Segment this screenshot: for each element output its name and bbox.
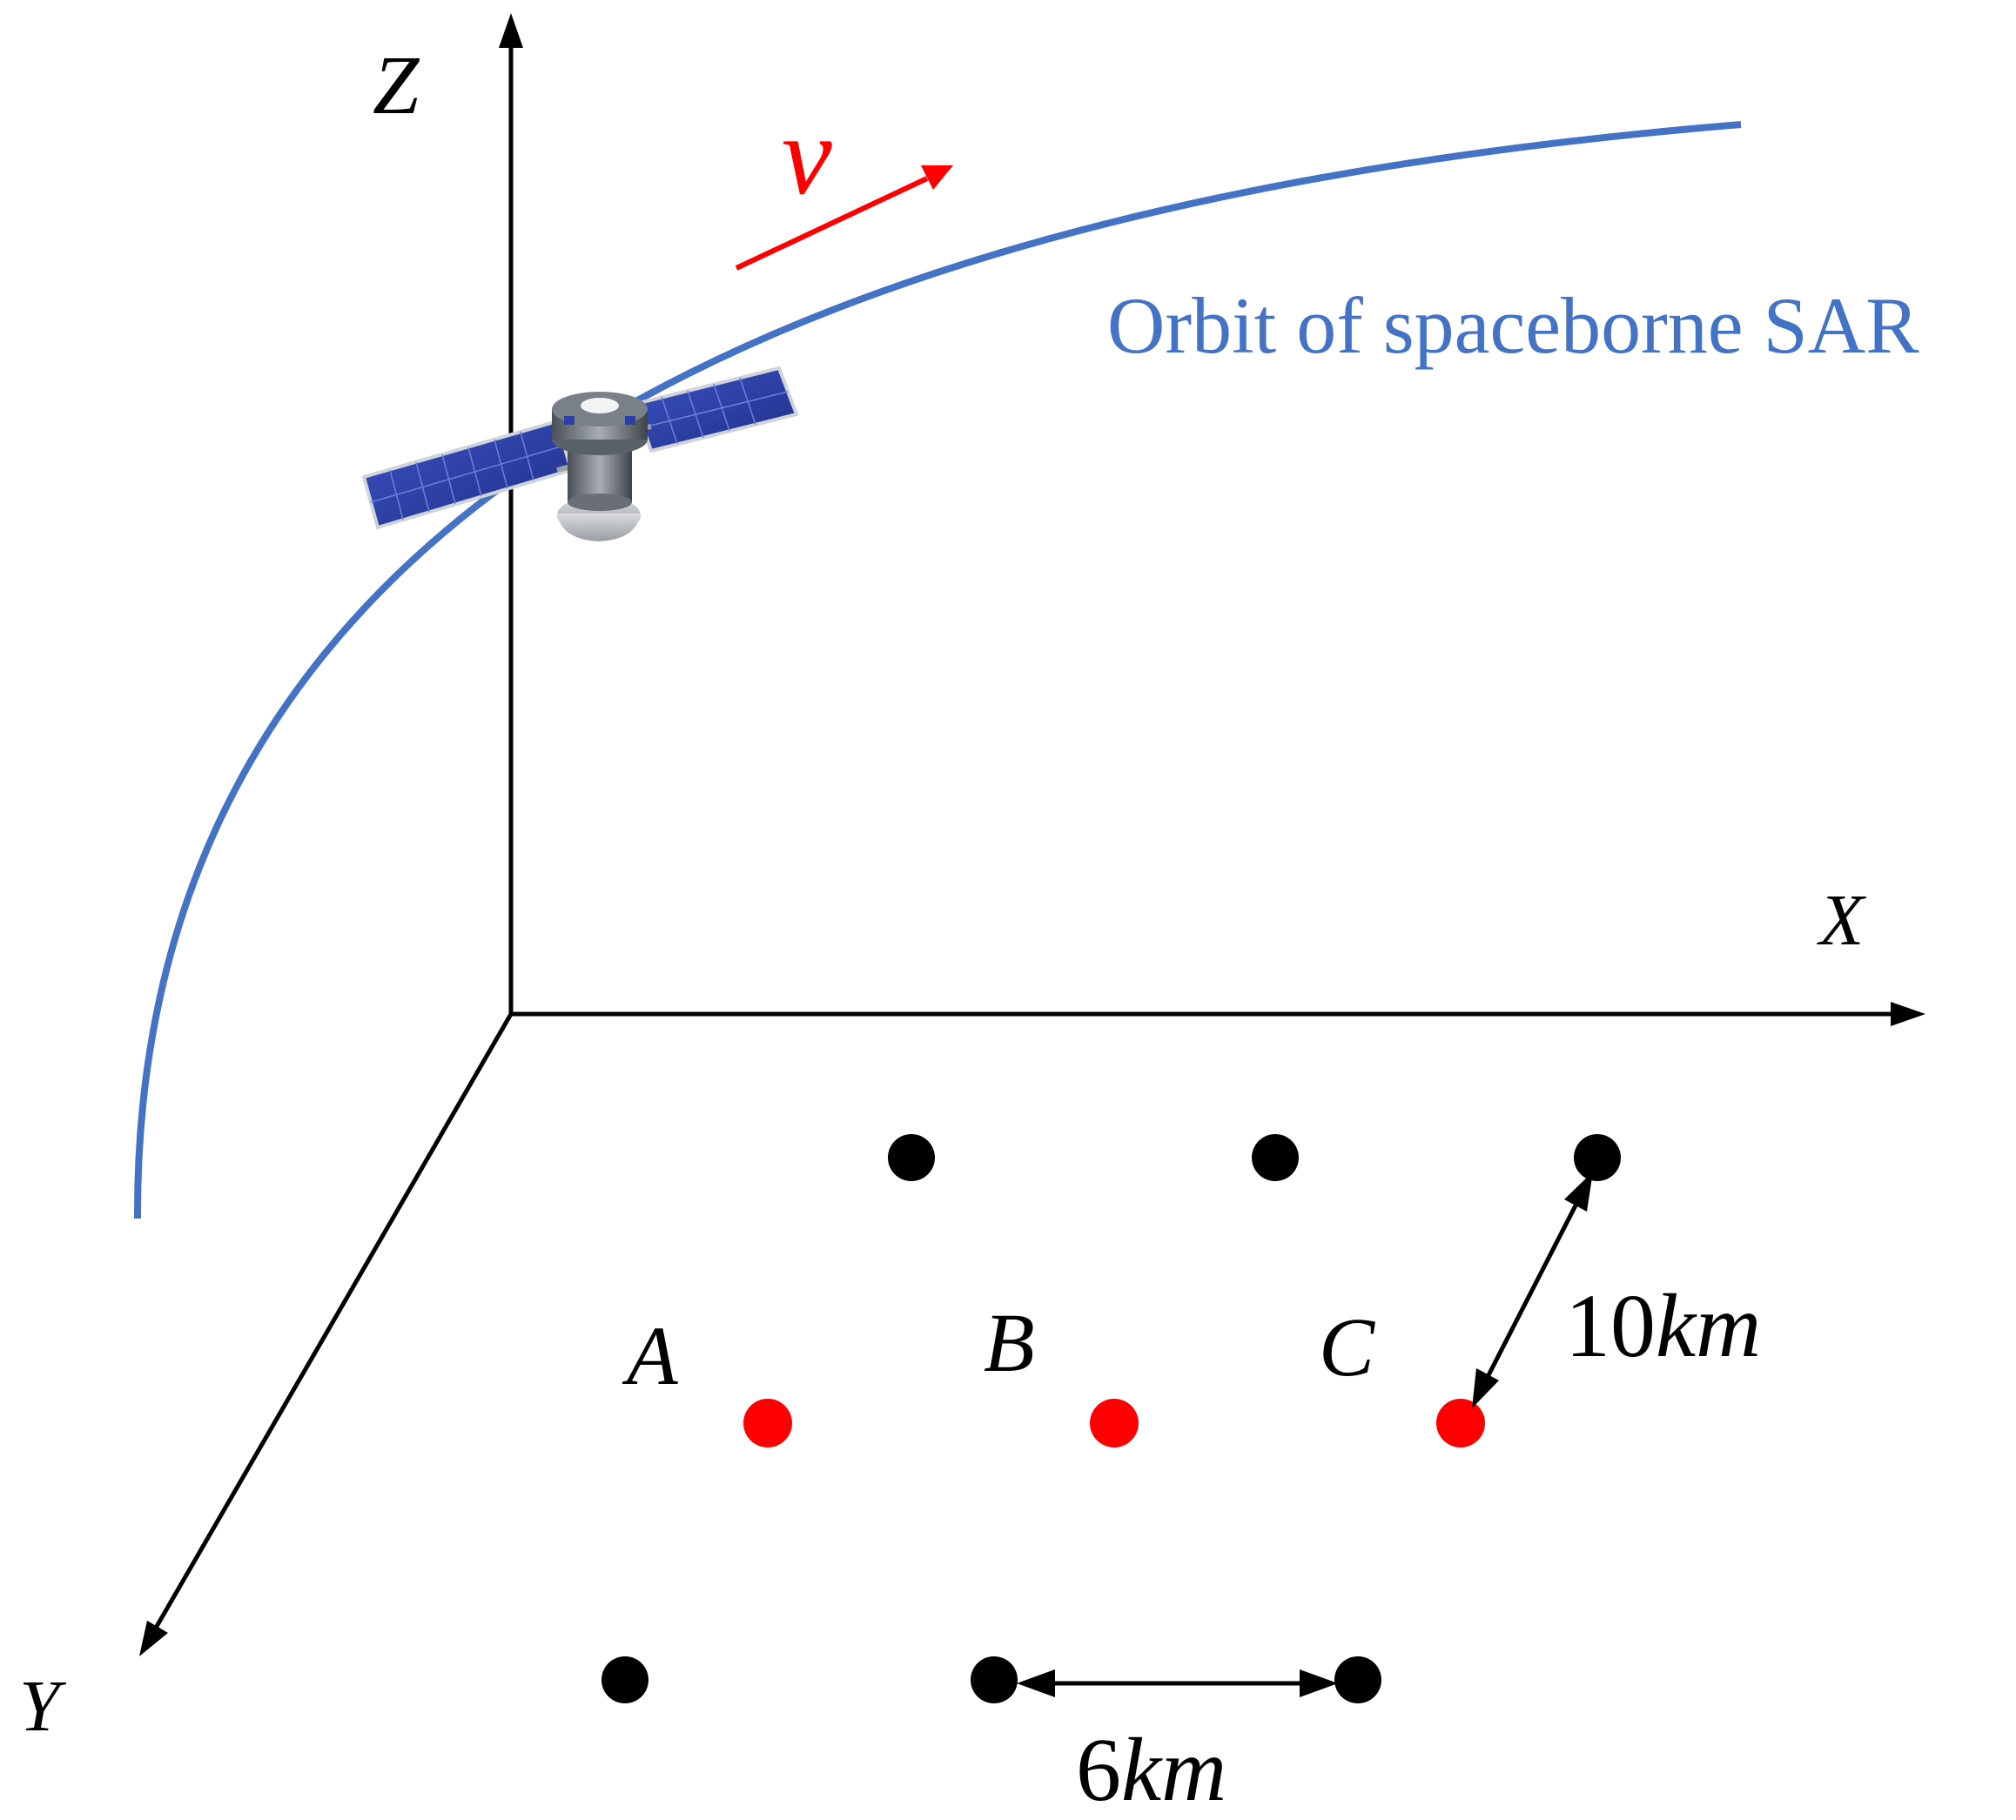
target-black-4 — [601, 1656, 648, 1703]
orbit-label: Orbit of spaceborne SAR — [1107, 281, 1919, 370]
target-black-2 — [1252, 1134, 1299, 1181]
target-black-1 — [888, 1134, 935, 1181]
target-a — [743, 1399, 792, 1447]
target-black-6 — [1334, 1656, 1381, 1703]
spacing-arrow-horizontal — [1017, 1669, 1338, 1697]
axis-y-label: Y — [19, 1666, 67, 1747]
spacing-label-6km: 6km — [1076, 1720, 1226, 1820]
axis-y — [139, 1012, 514, 1656]
spacing-label-10km: 10km — [1565, 1276, 1761, 1376]
target-black-3 — [1574, 1134, 1621, 1181]
axis-z — [499, 13, 523, 1014]
target-b — [1090, 1399, 1139, 1447]
axis-x — [511, 1002, 1925, 1026]
target-b-label: B — [984, 1296, 1035, 1389]
velocity-label: v — [782, 93, 832, 218]
axis-x-label: X — [1817, 880, 1867, 961]
spacing-arrow-vertical — [1472, 1172, 1593, 1408]
target-c-label: C — [1319, 1300, 1375, 1394]
target-a-label: A — [622, 1309, 678, 1402]
target-black-5 — [971, 1656, 1018, 1703]
target-c — [1436, 1399, 1485, 1447]
satellite-icon — [361, 366, 799, 541]
velocity-arrow — [735, 165, 953, 271]
axis-z-label: Z — [373, 38, 420, 131]
